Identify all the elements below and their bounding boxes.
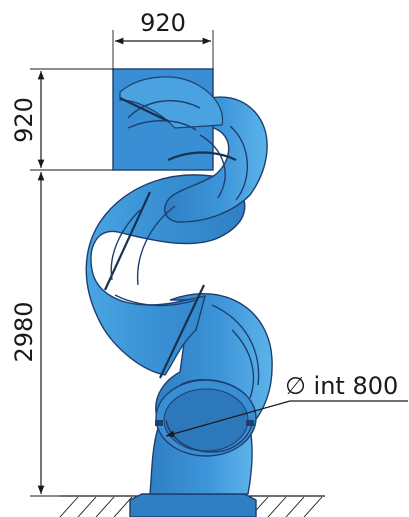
bracket-right: [246, 420, 254, 426]
dimension-label-top-width: 920: [140, 9, 186, 37]
bracket-left: [155, 420, 163, 426]
slide-body: [85, 68, 273, 517]
dimension-label-total-height: 2980: [10, 301, 38, 362]
joint-2: [167, 151, 237, 162]
dimension-inner-diameter: ∅ int 800: [165, 372, 408, 437]
dimension-label-entry-height: 920: [10, 97, 38, 143]
dimension-entry-height: 920: [10, 68, 113, 171]
base-pedestal: [129, 493, 257, 517]
dimension-total-height: 2980: [10, 172, 60, 497]
dimension-top-width: 920: [112, 9, 214, 70]
joint-1: [119, 97, 171, 123]
joint-3: [104, 191, 151, 291]
joint-4: [159, 284, 205, 379]
tube-segment-middle: [85, 174, 246, 376]
dimension-label-inner-diameter: ∅ int 800: [285, 372, 398, 400]
